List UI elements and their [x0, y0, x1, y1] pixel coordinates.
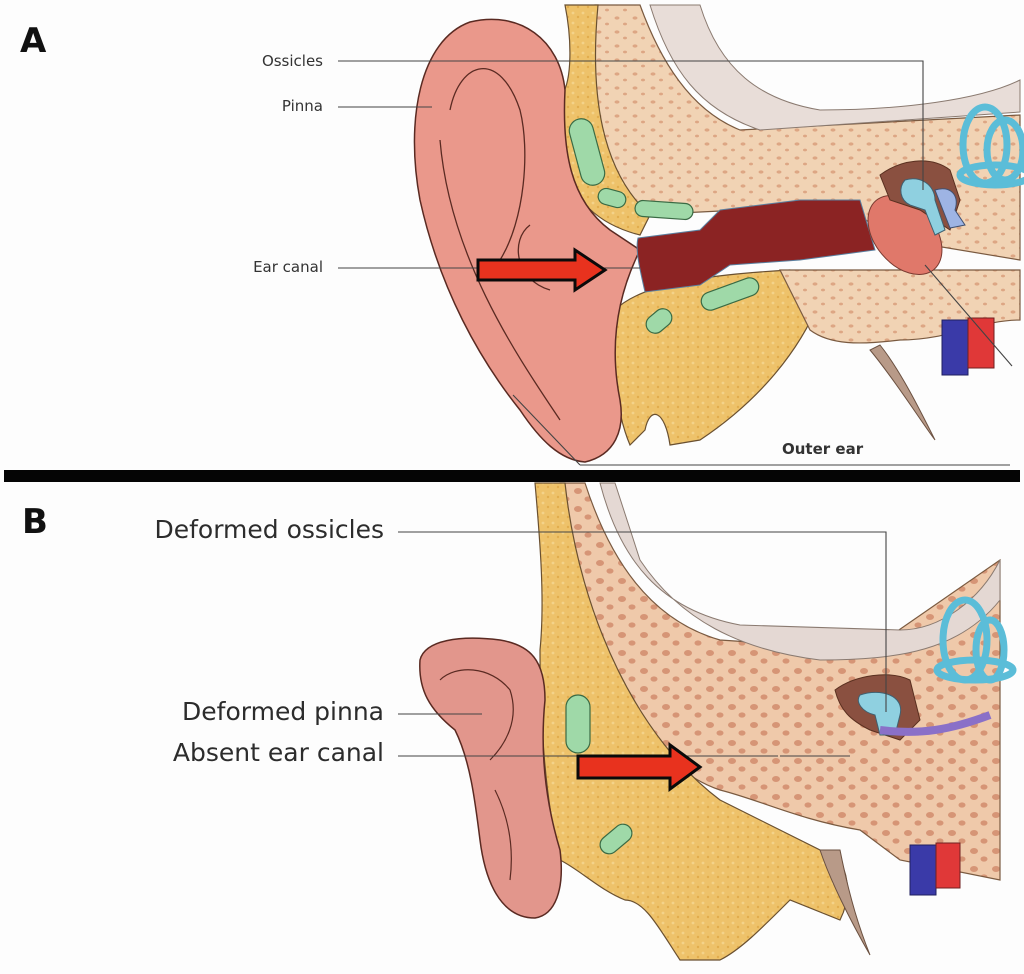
ossicles — [900, 178, 946, 236]
label-deformed-ossicles: Deformed ossicles — [154, 515, 384, 544]
leader-deformed-ossicles — [398, 531, 887, 712]
vein — [941, 319, 969, 376]
leader-inner-diagonal — [924, 264, 1013, 367]
pinna-antihelix — [439, 139, 561, 421]
label-absent-ear-canal: Absent ear canal — [172, 738, 384, 767]
label-deformed-pinna: Deformed pinna — [182, 697, 384, 726]
semicircular-canals-b — [933, 596, 1017, 684]
panel-a-illustration — [338, 4, 1024, 466]
panel-divider — [4, 470, 1020, 482]
panel-b-illustration — [398, 482, 1017, 961]
glands-b — [565, 694, 633, 855]
styloid-process — [869, 344, 936, 441]
leader-outer-ear-bracket — [512, 394, 581, 466]
ear-canal — [636, 199, 876, 293]
pinna — [413, 18, 641, 463]
panel-b-letter: B — [22, 502, 48, 542]
glands — [568, 118, 760, 334]
label-pinna: Pinna — [281, 97, 323, 115]
label-outer-ear: Outer ear — [782, 440, 864, 458]
semicircular-canals — [956, 103, 1024, 189]
red-arrow-a — [476, 247, 608, 293]
dura-area-b — [599, 482, 1001, 661]
deformed-pinna — [419, 637, 562, 919]
leader-ossicles — [338, 60, 924, 190]
pinna-fold-b2 — [494, 789, 512, 881]
panel-a-letter: A — [20, 21, 47, 61]
label-ear-canal: Ear canal — [253, 258, 323, 276]
vein-b — [909, 844, 937, 896]
red-arrow-b — [576, 742, 703, 792]
artery-b — [935, 842, 961, 889]
dura-area — [649, 4, 1021, 131]
artery — [967, 317, 995, 369]
purple-nerve-b — [879, 711, 992, 736]
pinna-fold-b1 — [439, 669, 514, 761]
incus — [934, 188, 966, 229]
styloid-process-b — [819, 849, 871, 956]
label-ossicles: Ossicles — [261, 52, 323, 70]
pinna-helix-fold — [449, 68, 526, 261]
